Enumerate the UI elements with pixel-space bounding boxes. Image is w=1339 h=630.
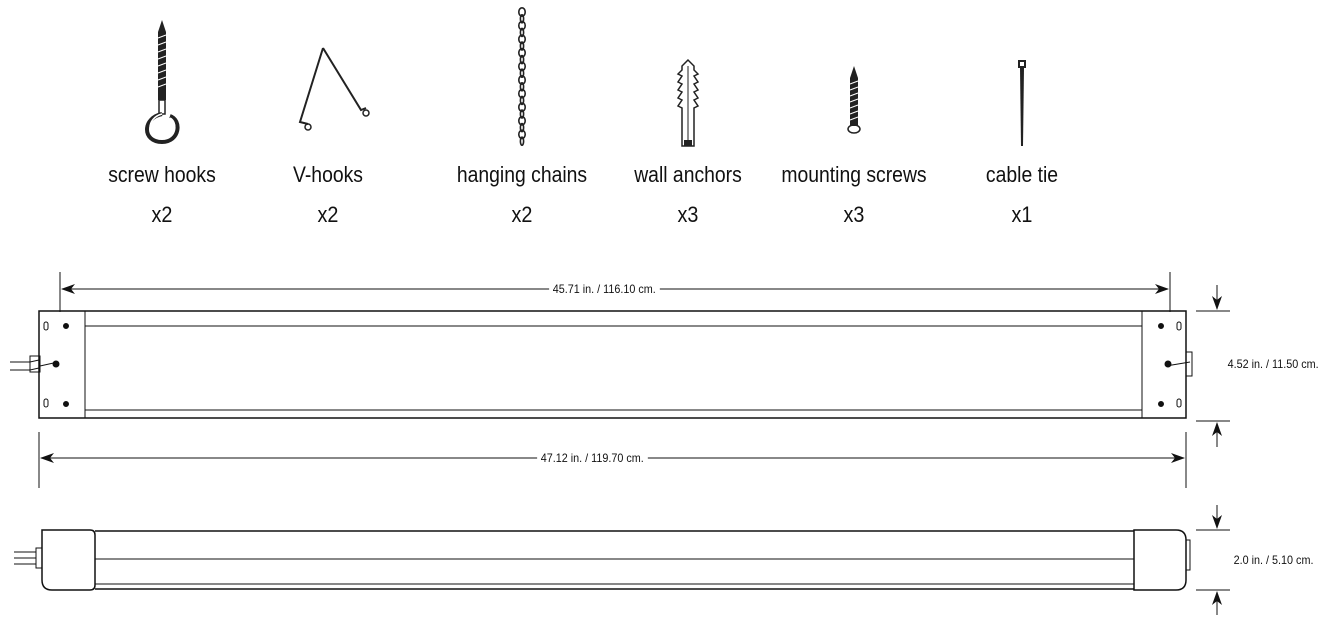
chain-link [518,34,527,45]
screw-hook-icon [145,20,180,145]
part-quantity: x3 [843,202,865,227]
chain-link [519,27,525,38]
part-quantity: x2 [317,202,339,227]
hanging-chain-icon [518,7,527,146]
dimension-overall-length: 47.12 in. / 119.70 cm. [537,451,648,465]
part-label: cable tie [985,162,1059,187]
part-quantity: x2 [151,202,173,227]
wall-anchor-icon [676,58,700,147]
part-quantity: x2 [511,202,533,227]
chain-link [519,95,525,106]
chain-link [518,75,527,86]
chain-link [519,13,525,24]
chain-link [519,82,525,92]
chain-link [518,20,527,31]
cable-tie-icon [1018,60,1026,146]
chain-link [518,129,527,140]
part-label: hanging chains [456,162,588,187]
chain-link [518,115,527,126]
chain-link [519,68,525,78]
power-cord [10,355,41,373]
chain-link [519,109,525,119]
fixture-top-view [10,272,1193,488]
dimension-width: 4.52 in. / 11.50 cm. [1224,357,1323,371]
chain-link [518,102,527,113]
dimension-inner-length: 45.71 in. / 116.10 cm. [549,282,660,296]
fixture-side-view [14,529,1191,591]
chain-link [519,54,525,65]
parts-list: screw hooks x2 V-hooks x2 hanging chains… [0,0,1339,240]
part-label: screw hooks [108,162,216,187]
chain-link [518,61,527,72]
mounting-screw-icon [847,66,861,134]
chain-link [519,136,525,146]
chain-link [518,88,527,99]
part-quantity: x3 [677,202,699,227]
v-hook-icon [298,47,370,131]
dimension-height: 2.0 in. / 5.10 cm. [1230,553,1318,567]
dimension-lines [1196,505,1230,615]
chain-link [518,7,527,17]
part-label: mounting screws [781,162,927,187]
chain-link [519,41,525,51]
part-label: V-hooks [293,162,363,187]
chain-link [518,47,527,58]
part-quantity: x1 [1011,202,1033,227]
chain-link [519,122,525,133]
mounting-holes [43,321,1182,408]
power-cord [14,547,43,569]
part-label: wall anchors [634,162,742,187]
